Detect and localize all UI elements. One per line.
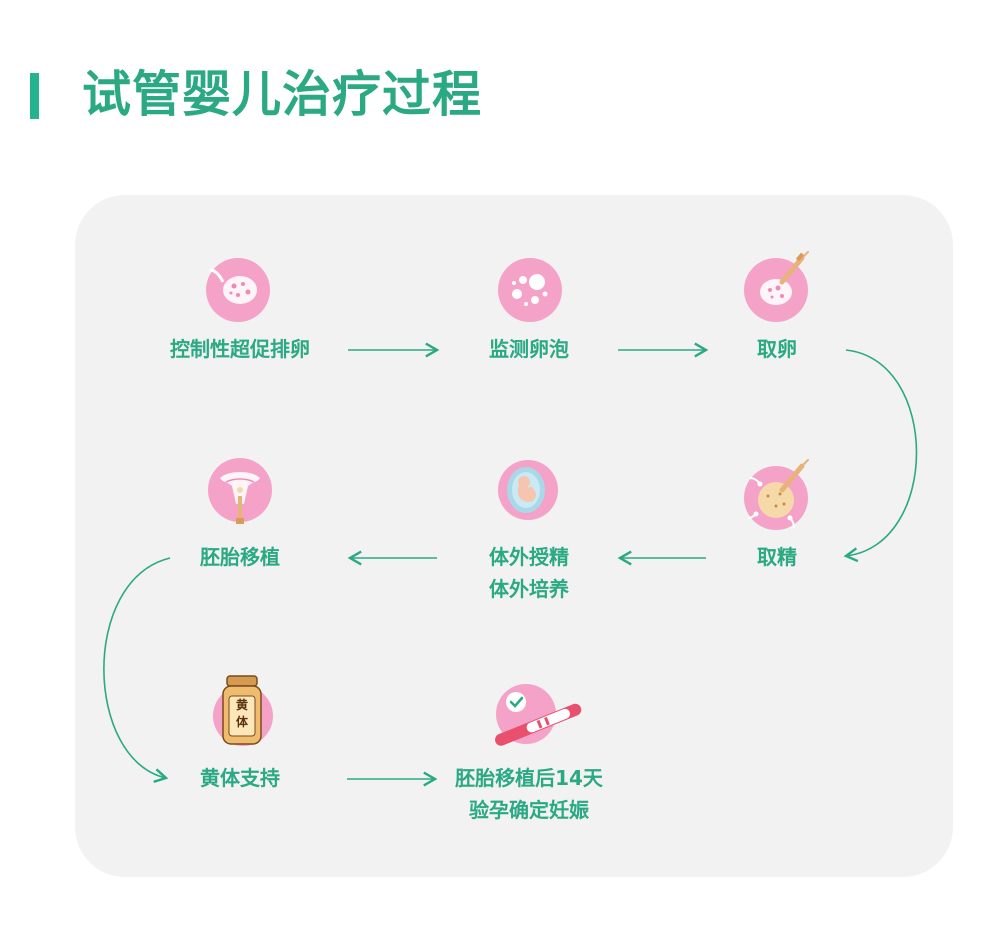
medicine-bottle-icon: 黄 体: [201, 668, 281, 748]
step-label-8: 胚胎移植后14天 验孕确定妊娠: [455, 762, 603, 826]
egg-retrieval-icon: [744, 251, 809, 322]
step-label-3: 取卵: [757, 337, 797, 361]
sperm-retrieval-icon: [744, 459, 809, 530]
step-label-5: 体外授精 体外培养: [489, 541, 569, 605]
follicle-icon: [498, 258, 562, 322]
arrow-6-7: [103, 557, 171, 783]
step-label-1: 控制性超促排卵: [170, 337, 310, 361]
title-accent-bar: [30, 73, 39, 119]
step-label-6: 胚胎移植: [200, 545, 280, 569]
uterus-icon: [208, 458, 272, 524]
pregnancy-test-icon: [495, 684, 582, 746]
step-label-8-line2: 验孕确定妊娠: [469, 798, 589, 822]
step-label-7: 黄体支持: [200, 766, 280, 790]
step-label-5-line1: 体外授精: [489, 545, 569, 569]
page-title: 试管婴儿治疗过程: [82, 66, 483, 123]
ovary-icon: [206, 258, 270, 322]
step-label-8-line1: 胚胎移植后14天: [455, 766, 603, 790]
bottle-label-line2: 体: [235, 715, 248, 729]
step-label-4: 取精: [757, 545, 797, 569]
step-label-5-line2: 体外培养: [489, 577, 569, 601]
bottle-label-line1: 黄: [235, 698, 248, 712]
step-label-2: 监测卵泡: [489, 337, 569, 361]
embryo-icon: [498, 460, 558, 520]
arrow-3-4: [843, 349, 918, 563]
